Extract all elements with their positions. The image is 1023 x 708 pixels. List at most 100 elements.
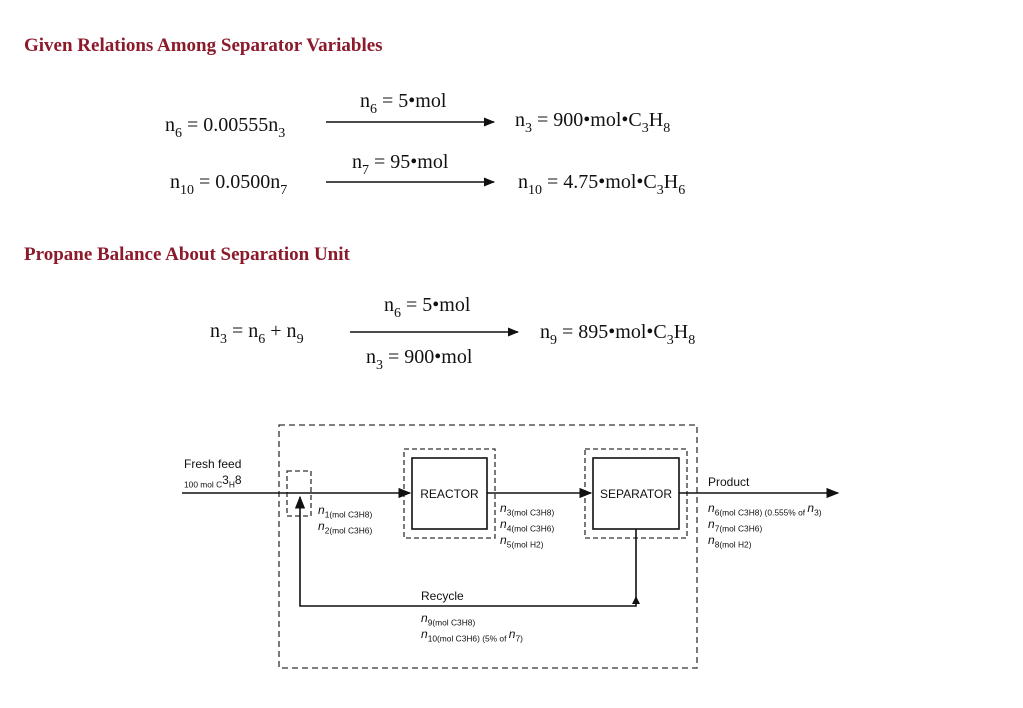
reactor-box: [411, 457, 488, 530]
subscript: 6: [365, 526, 370, 536]
stream-label-n9: n9(mol C3H8): [421, 611, 475, 628]
balance-condition-n3: n3 = 900•mol: [366, 346, 473, 373]
subscript: (mol C: [719, 524, 744, 534]
subscript: 8: [365, 510, 370, 520]
fresh-feed-amount: 100 mol C3H8: [184, 473, 242, 490]
text-segment: n: [165, 114, 175, 136]
subscript: 3: [744, 524, 749, 534]
subscript: H: [462, 618, 468, 628]
subscript: 3: [744, 508, 749, 518]
subscript: H: [749, 508, 755, 518]
subscript: 8: [468, 618, 473, 628]
subscript: 3: [642, 121, 649, 136]
subscript: 10: [428, 634, 438, 644]
text-segment: n: [360, 90, 370, 112]
stream-label-n1: n1(mol C3H8): [318, 503, 372, 520]
separator-label: SEPARATOR: [600, 487, 672, 501]
text-segment: H: [674, 321, 688, 343]
subscript: 6: [175, 126, 182, 141]
subscript: 7: [362, 163, 369, 178]
subscript: ): [749, 540, 752, 550]
subscript: 7: [715, 524, 720, 534]
text-segment: = n: [227, 320, 258, 342]
subscript: 100 mol C: [184, 480, 222, 490]
text-segment: n: [421, 627, 428, 641]
text-segment: n: [807, 501, 814, 515]
subscript: ): [369, 526, 372, 536]
balance-result: n9 = 895•mol•C3H8: [540, 321, 695, 348]
subscript: ) (0.555% of: [759, 508, 807, 518]
section-title-propane-balance: Propane Balance About Separation Unit: [24, 244, 350, 265]
text-segment: n: [384, 294, 394, 316]
subscript: 3: [457, 618, 462, 628]
subscript: 3: [354, 526, 359, 536]
text-segment: n: [708, 501, 715, 515]
text-segment: n: [366, 346, 376, 368]
subscript: ): [759, 524, 762, 534]
relation-2-condition: n7 = 95•mol: [352, 151, 449, 178]
subscript: 3: [525, 121, 532, 136]
subscript: H: [749, 524, 755, 534]
section-title-given-relations: Given Relations Among Separator Variable…: [24, 35, 383, 56]
recycle-stream-line: [294, 495, 637, 607]
subscript: (mol C: [329, 526, 354, 536]
stream-label-n3: n3(mol C3H8): [500, 501, 554, 518]
subscript: 7: [280, 183, 287, 198]
subscript: 6: [678, 183, 685, 198]
subscript: ): [520, 634, 523, 644]
subscript: ) (5% of: [477, 634, 509, 644]
stream-label-n5: n5(mol H2): [500, 533, 544, 550]
text-segment: 8: [235, 473, 242, 487]
text-segment: = 895•mol•C: [557, 321, 667, 343]
text-segment: n: [708, 533, 715, 547]
stream-label-n10: n10(mol C3H6) (5% of n7): [421, 627, 523, 644]
text-segment: n: [540, 321, 550, 343]
subscript: 8: [715, 540, 720, 550]
subscript: 4: [507, 524, 512, 534]
subscript: 3: [278, 126, 285, 141]
subscript: (mol H: [511, 540, 536, 550]
text-segment: n: [500, 501, 507, 515]
relation-1-lhs: n6 = 0.00555n3: [165, 114, 285, 141]
fresh-feed-label: Fresh feed: [184, 457, 241, 471]
subscript: 9: [428, 618, 433, 628]
subscript: 3: [507, 508, 512, 518]
text-segment: n: [518, 171, 528, 193]
subscript: 6: [715, 508, 720, 518]
relation-2-lhs: n10 = 0.0500n7: [170, 171, 287, 198]
text-segment: = 0.00555n: [182, 114, 278, 136]
text-segment: = 900•mol•C: [532, 109, 642, 131]
subscript: 6: [547, 524, 552, 534]
subscript: 6: [370, 102, 377, 117]
balance-lhs: n3 = n6 + n9: [210, 320, 304, 347]
text-segment: n: [500, 533, 507, 547]
subscript: H: [359, 526, 365, 536]
text-segment: = 0.0500n: [194, 171, 280, 193]
text-segment: = 900•mol: [383, 346, 473, 368]
subscript: (mol H: [719, 540, 744, 550]
stream-label-n4: n4(mol C3H6): [500, 517, 554, 534]
subscript: 8: [688, 333, 695, 348]
text-segment: = 5•mol: [377, 90, 447, 112]
subscript: ): [551, 508, 554, 518]
separator-box: [592, 457, 680, 530]
subscript: 6: [258, 332, 265, 347]
subscript: 3: [376, 358, 383, 373]
subscript: H: [466, 634, 472, 644]
subscript: 3: [536, 508, 541, 518]
subscript: 8: [547, 508, 552, 518]
subscript: 3: [657, 183, 664, 198]
subscript: 3: [536, 524, 541, 534]
text-segment: n: [210, 320, 220, 342]
overall-system-boundary: [278, 424, 698, 669]
text-segment: n: [421, 611, 428, 625]
text-segment: 3: [222, 473, 229, 487]
text-segment: n: [515, 109, 525, 131]
subscript: 8: [755, 508, 760, 518]
subscript: 5: [507, 540, 512, 550]
subscript: 3: [220, 332, 227, 347]
text-segment: n: [352, 151, 362, 173]
process-flowchart: REACTOR SEPARATOR Fresh feed 100 mol C3H…: [182, 424, 840, 669]
relation-2-result: n10 = 4.75•mol•C3H6: [518, 171, 685, 198]
